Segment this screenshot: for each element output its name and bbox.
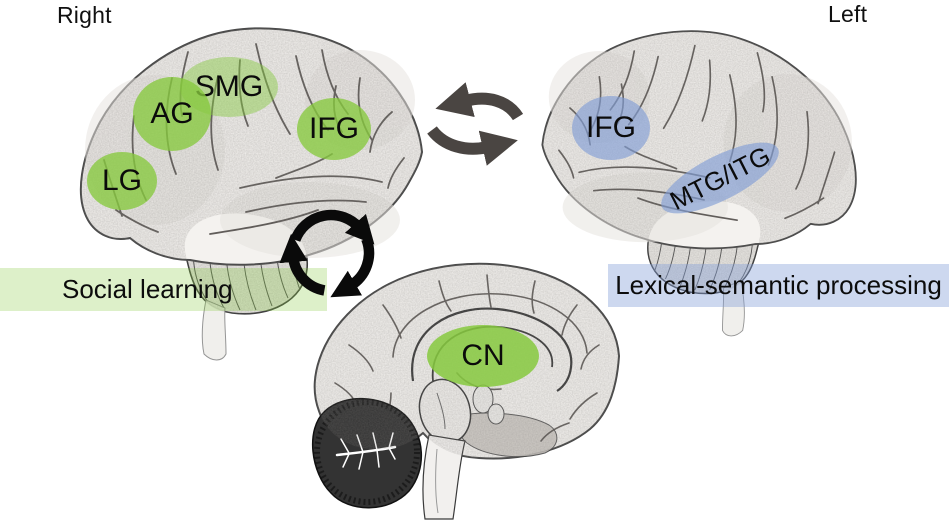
medulla xyxy=(422,434,466,520)
left-hemisphere-label: Left xyxy=(828,1,868,27)
swap-arrows-icon xyxy=(427,82,524,166)
region-cn: CN xyxy=(427,325,539,387)
region-ag: AG xyxy=(133,77,211,151)
social-learning-banner-label: Social learning xyxy=(62,274,233,304)
region-left-ifg-label: IFG xyxy=(586,111,636,144)
region-right-ifg: IFG xyxy=(297,98,371,160)
arrow-to-right-hemisphere xyxy=(435,82,524,121)
lexical-semantic-banner: Lexical-semantic processing xyxy=(608,264,949,307)
region-lg-label: LG xyxy=(101,164,143,197)
cycle-arc-right xyxy=(330,236,375,298)
region-ag-label: AG xyxy=(150,97,194,130)
cycle-arc-left xyxy=(279,233,326,296)
region-right-ifg-label: IFG xyxy=(309,112,359,145)
cycle-arrows-icon xyxy=(279,209,375,298)
lexical-semantic-banner-label: Lexical-semantic processing xyxy=(615,270,942,300)
cycle-arc-top xyxy=(290,209,375,245)
social-learning-banner: Social learning xyxy=(0,268,327,311)
region-lg: LG xyxy=(87,152,157,210)
region-left-ifg: IFG xyxy=(572,96,650,160)
right-hemisphere-label: Right xyxy=(57,2,112,28)
region-cn-label: CN xyxy=(461,339,505,372)
arrow-to-left-hemisphere xyxy=(427,126,518,166)
